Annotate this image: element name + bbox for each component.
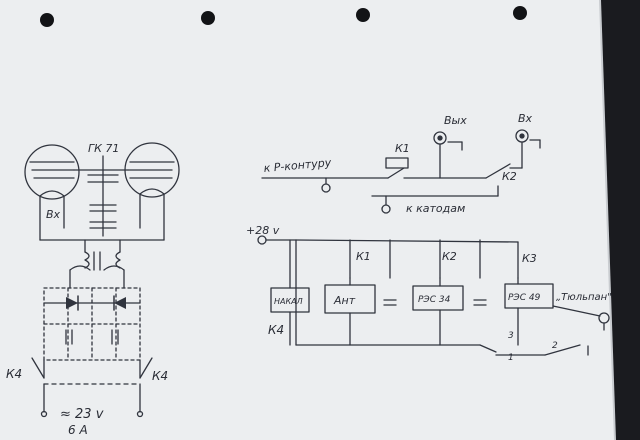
relay-k3-label: К3 — [522, 252, 537, 265]
supply-current-label: 6 А — [68, 423, 88, 437]
relay-control — [257, 235, 589, 356]
relay-k2-top-label: К2 — [502, 170, 517, 183]
relay-k2-bottom-label: К2 — [442, 250, 457, 263]
antenna-switch — [261, 129, 541, 214]
binder-hole — [40, 13, 54, 27]
tube-circuit — [24, 142, 180, 418]
input-left-label: Вх — [46, 208, 61, 221]
supply-voltage-label: ≈ 23 v — [60, 407, 104, 422]
box-nakal-label: НАКАЛ — [274, 297, 303, 306]
binder-hole — [201, 11, 215, 25]
relay-k4-right-label: К4 — [152, 369, 168, 383]
box-wiring — [289, 239, 610, 346]
box-res34-label: РЭС 34 — [418, 295, 451, 305]
box-res49 — [504, 283, 554, 309]
relay-k1-bottom-label: К1 — [356, 250, 371, 263]
relay-k4-left-label: К4 — [6, 367, 22, 381]
relay-k1-top-label: К1 — [395, 142, 410, 155]
tulip-label: „Тюльпан" — [556, 292, 612, 303]
tube-label: ГК 71 — [88, 142, 119, 155]
tube-envelope-left — [24, 144, 80, 200]
diode-right — [114, 297, 126, 309]
paper-sheet — [0, 0, 615, 440]
box-res49-label: РЭС 49 — [508, 293, 541, 303]
contact-1-label: 1 — [508, 353, 514, 363]
binder-hole — [513, 6, 527, 20]
binder-hole — [356, 8, 370, 22]
k4-bottom-label: К4 — [268, 323, 284, 337]
paper-edge — [599, 0, 616, 440]
to-cathodes-label: к катодам — [406, 202, 465, 215]
out-jack-label: Вых — [444, 114, 467, 127]
diode-left — [66, 297, 78, 309]
box-res34 — [412, 285, 464, 311]
box-ant-label: Ант — [333, 294, 356, 307]
in-jack-label: Вх — [518, 112, 533, 125]
plus-28-label: +28 v — [246, 224, 280, 237]
to-p-circuit-label: к Р-контуру — [263, 156, 332, 175]
contact-3-label: 3 — [508, 331, 514, 341]
contact-2-label: 2 — [552, 341, 558, 351]
